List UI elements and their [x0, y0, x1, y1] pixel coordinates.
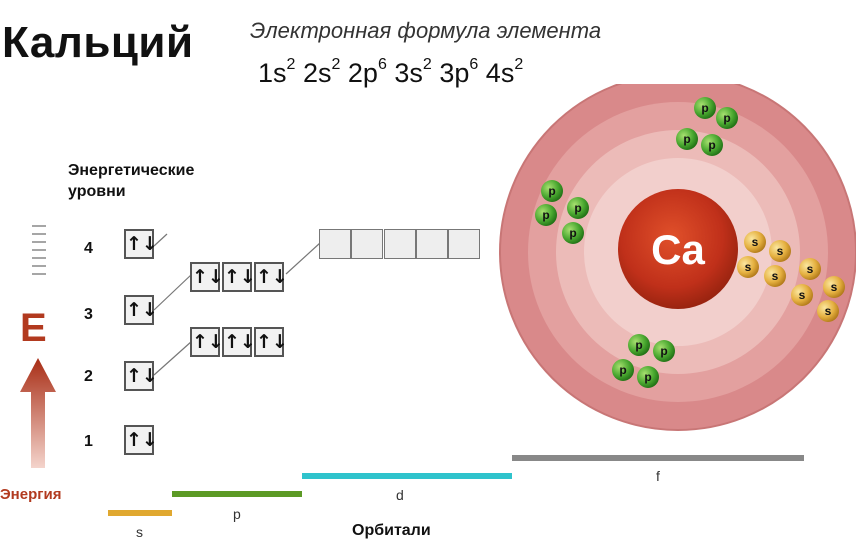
svg-text:p: p: [644, 370, 651, 384]
orbital-3d-empty: [384, 229, 416, 259]
svg-text:p: p: [660, 344, 667, 358]
orbital-3p: ↑↓: [254, 262, 288, 292]
p-particle-cluster: p p p p: [676, 97, 738, 156]
s-orbital-label: s: [136, 524, 143, 540]
orbital-1s: ↑↓: [124, 425, 158, 455]
orbital-3d-empty: [351, 229, 383, 259]
svg-text:p: p: [701, 101, 708, 115]
svg-text:p: p: [723, 111, 730, 125]
svg-text:s: s: [772, 269, 779, 283]
orbital-3p: ↑↓: [190, 262, 224, 292]
p-particle-cluster: p p p p: [535, 180, 589, 244]
level-number-4: 4: [84, 240, 93, 257]
svg-text:s: s: [831, 280, 838, 294]
f-orbital-label: f: [656, 468, 660, 484]
svg-text:s: s: [807, 262, 814, 276]
formula-term: 1s2: [258, 56, 296, 88]
orbital-3s: ↑↓: [124, 295, 158, 325]
nucleus: [618, 189, 738, 309]
orbital-3d-empty: [319, 229, 351, 259]
energy-label: Энергия: [0, 486, 62, 503]
svg-text:s: s: [777, 244, 784, 258]
svg-text:s: s: [745, 260, 752, 274]
element-title: Кальций: [2, 18, 194, 67]
formula-caption: Электронная формула элемента: [250, 18, 602, 43]
p-orbital-bar: [172, 491, 302, 497]
formula-term: 3s2: [394, 56, 432, 88]
energy-letter: E: [20, 306, 47, 350]
svg-text:s: s: [752, 235, 759, 249]
energy-levels-heading: Энергетические уровни: [68, 162, 195, 200]
calcium-atom-diagram: Ca p p p p p p p p p p p p s s s s s s s…: [499, 84, 856, 431]
formula-term: 2p6: [347, 56, 387, 88]
svg-text:p: p: [683, 132, 690, 146]
svg-text:p: p: [708, 138, 715, 152]
level-number-1: 1: [84, 433, 93, 450]
formula-term: 4s2: [485, 56, 524, 88]
element-symbol: Ca: [651, 226, 705, 273]
d-orbital-label: d: [396, 487, 404, 503]
orbital-3d-empty: [448, 229, 480, 259]
svg-text:s: s: [799, 288, 806, 302]
orbital-2p: ↑↓: [190, 327, 224, 357]
orbital-3d-empty: [416, 229, 448, 259]
orbital-2s: ↑↓: [124, 361, 158, 391]
svg-text:p: p: [574, 201, 581, 215]
s-orbital-bar: [108, 510, 172, 516]
formula-term: 3p6: [439, 56, 479, 88]
d-orbital-bar: [302, 473, 512, 479]
orbital-3p: ↑↓: [222, 262, 256, 292]
svg-text:s: s: [825, 304, 832, 318]
level-number-3: 3: [84, 306, 93, 323]
svg-text:p: p: [635, 338, 642, 352]
energy-arrow-icon: [20, 358, 56, 468]
orbitals-label: Орбитали: [352, 522, 431, 539]
s-particle-cluster: s s s s s s s s: [737, 231, 845, 322]
level-number-2: 2: [84, 368, 93, 385]
f-orbital-bar: [512, 455, 804, 461]
svg-text:p: p: [542, 208, 549, 222]
svg-text:p: p: [569, 226, 576, 240]
svg-text:p: p: [548, 184, 555, 198]
energy-scale: [32, 225, 46, 275]
orbital-2p: ↑↓: [222, 327, 256, 357]
orbital-4s: ↑↓: [124, 229, 158, 259]
formula-term: 2s2: [302, 56, 341, 88]
orbital-2p: ↑↓: [254, 327, 288, 357]
svg-text:p: p: [619, 363, 626, 377]
p-particle-cluster: p p p p: [612, 334, 675, 388]
electron-formula: 1s2 2s2 2p6 3s2 3p6 4s2: [258, 56, 524, 89]
p-orbital-label: p: [233, 506, 241, 522]
